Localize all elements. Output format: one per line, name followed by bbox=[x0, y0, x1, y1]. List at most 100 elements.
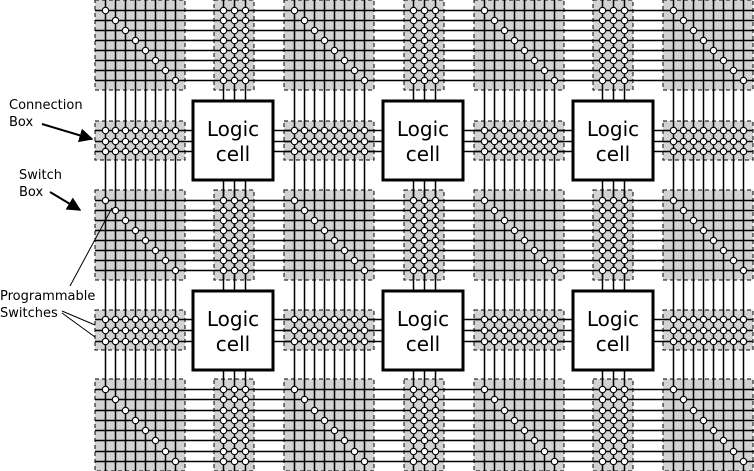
programmable-switch bbox=[709, 137, 718, 146]
programmable-switch bbox=[241, 246, 250, 255]
logic-cell-label: Logic bbox=[207, 117, 259, 141]
programmable-switch bbox=[550, 137, 559, 146]
programmable-switch bbox=[520, 137, 529, 146]
programmable-switch bbox=[219, 416, 228, 425]
programmable-switch bbox=[431, 246, 440, 255]
programmable-switch bbox=[241, 457, 250, 466]
programmable-switch bbox=[598, 226, 607, 235]
programmable-switch bbox=[219, 66, 228, 75]
programmable-switch bbox=[510, 36, 519, 45]
programmable-switch bbox=[409, 226, 418, 235]
programmable-switch bbox=[598, 216, 607, 225]
programmable-switch bbox=[709, 337, 718, 346]
programmable-switch bbox=[151, 126, 160, 135]
programmable-switch bbox=[141, 46, 150, 55]
logic-cell-box bbox=[381, 99, 465, 182]
programmable-switch bbox=[431, 395, 440, 404]
programmable-switch bbox=[330, 326, 339, 335]
programmable-switch bbox=[340, 326, 349, 335]
programmable-switch bbox=[609, 426, 618, 435]
programmable-switch bbox=[669, 196, 678, 205]
programmable-switch bbox=[431, 436, 440, 445]
programmable-switch bbox=[598, 457, 607, 466]
programmable-switch bbox=[620, 256, 629, 265]
logic-cell-label: cell bbox=[216, 332, 250, 356]
programmable-switch bbox=[530, 337, 539, 346]
programmable-switch bbox=[689, 147, 698, 156]
programmable-switch bbox=[729, 66, 738, 75]
programmable-switch bbox=[320, 416, 329, 425]
programmable-switch bbox=[241, 6, 250, 15]
programmable-switch bbox=[620, 246, 629, 255]
programmable-switch bbox=[111, 337, 120, 346]
programmable-switch bbox=[540, 326, 549, 335]
programmable-switch bbox=[709, 315, 718, 324]
programmable-switch bbox=[510, 226, 519, 235]
programmable-switch bbox=[739, 337, 748, 346]
programmable-switch bbox=[111, 395, 120, 404]
programmable-switch bbox=[620, 216, 629, 225]
programmable-switch bbox=[431, 216, 440, 225]
programmable-switch bbox=[219, 26, 228, 35]
logic-cell-box bbox=[191, 289, 275, 372]
programmable-switch bbox=[300, 337, 309, 346]
logic-cells-layer: LogiccellLogiccellLogiccellLogiccellLogi… bbox=[191, 99, 655, 372]
connection-box bbox=[662, 120, 754, 161]
programmable-switch bbox=[719, 337, 728, 346]
programmable-switch bbox=[719, 56, 728, 65]
programmable-switch bbox=[360, 457, 369, 466]
programmable-switch bbox=[241, 76, 250, 85]
programmable-switch bbox=[530, 126, 539, 135]
programmable-switch bbox=[219, 406, 228, 415]
programmable-switch bbox=[689, 315, 698, 324]
programmable-switch bbox=[609, 395, 618, 404]
programmable-switch bbox=[431, 457, 440, 466]
programmable-switch bbox=[241, 447, 250, 456]
programmable-switch bbox=[101, 315, 110, 324]
programmable-switch bbox=[620, 6, 629, 15]
programmable-switch bbox=[111, 315, 120, 324]
logic-cell-box bbox=[571, 99, 655, 182]
programmable-switch bbox=[230, 56, 239, 65]
programmable-switch bbox=[669, 337, 678, 346]
programmable-switch bbox=[431, 266, 440, 275]
programmable-switch bbox=[121, 147, 130, 156]
programmable-switch bbox=[480, 315, 489, 324]
programmable-switch bbox=[350, 447, 359, 456]
programmable-switch bbox=[431, 56, 440, 65]
programmable-switch bbox=[111, 206, 120, 215]
programmable-switch bbox=[530, 137, 539, 146]
programmable-switch bbox=[151, 147, 160, 156]
programmable-switches-pointer-b bbox=[61, 310, 96, 326]
programmable-switch bbox=[431, 206, 440, 215]
programmable-switch bbox=[510, 147, 519, 156]
programmable-switch bbox=[500, 337, 509, 346]
programmable-switch bbox=[490, 16, 499, 25]
programmable-switch bbox=[550, 315, 559, 324]
programmable-switch bbox=[219, 46, 228, 55]
programmable-switch bbox=[409, 416, 418, 425]
programmable-switch bbox=[101, 196, 110, 205]
programmable-switch bbox=[540, 256, 549, 265]
programmable-switch bbox=[431, 406, 440, 415]
programmable-switch bbox=[500, 26, 509, 35]
programmable-switch bbox=[141, 315, 150, 324]
programmable-switch bbox=[230, 226, 239, 235]
programmable-switch bbox=[620, 226, 629, 235]
programmable-switch bbox=[409, 457, 418, 466]
programmable-switch bbox=[121, 216, 130, 225]
programmable-switch bbox=[241, 196, 250, 205]
programmable-switch bbox=[530, 326, 539, 335]
programmable-switch bbox=[490, 126, 499, 135]
programmable-switch bbox=[420, 266, 429, 275]
programmable-switch bbox=[360, 137, 369, 146]
programmable-switch bbox=[340, 147, 349, 156]
programmable-switch bbox=[161, 126, 170, 135]
programmable-switch bbox=[409, 447, 418, 456]
programmable-switch bbox=[241, 436, 250, 445]
programmable-switch bbox=[500, 315, 509, 324]
programmable-switch bbox=[620, 56, 629, 65]
programmable-switch bbox=[151, 315, 160, 324]
programmable-switch bbox=[598, 436, 607, 445]
